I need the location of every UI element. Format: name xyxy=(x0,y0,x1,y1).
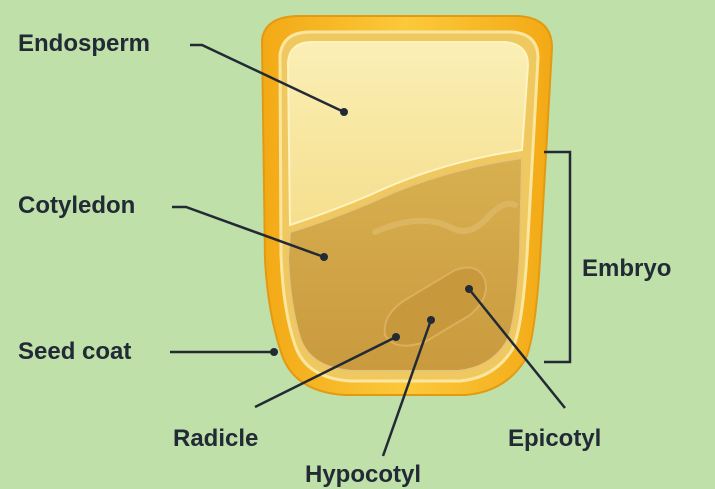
endosperm-label: Endosperm xyxy=(18,30,150,58)
cotyledon-label: Cotyledon xyxy=(18,192,135,220)
radicle-label: Radicle xyxy=(173,425,258,453)
embryo-bracket xyxy=(544,152,570,362)
seed-coat-label: Seed coat xyxy=(18,338,131,366)
hypocotyl-label: Hypocotyl xyxy=(305,461,421,489)
embryo-label: Embryo xyxy=(582,255,671,283)
epicotyl-label: Epicotyl xyxy=(508,425,601,453)
